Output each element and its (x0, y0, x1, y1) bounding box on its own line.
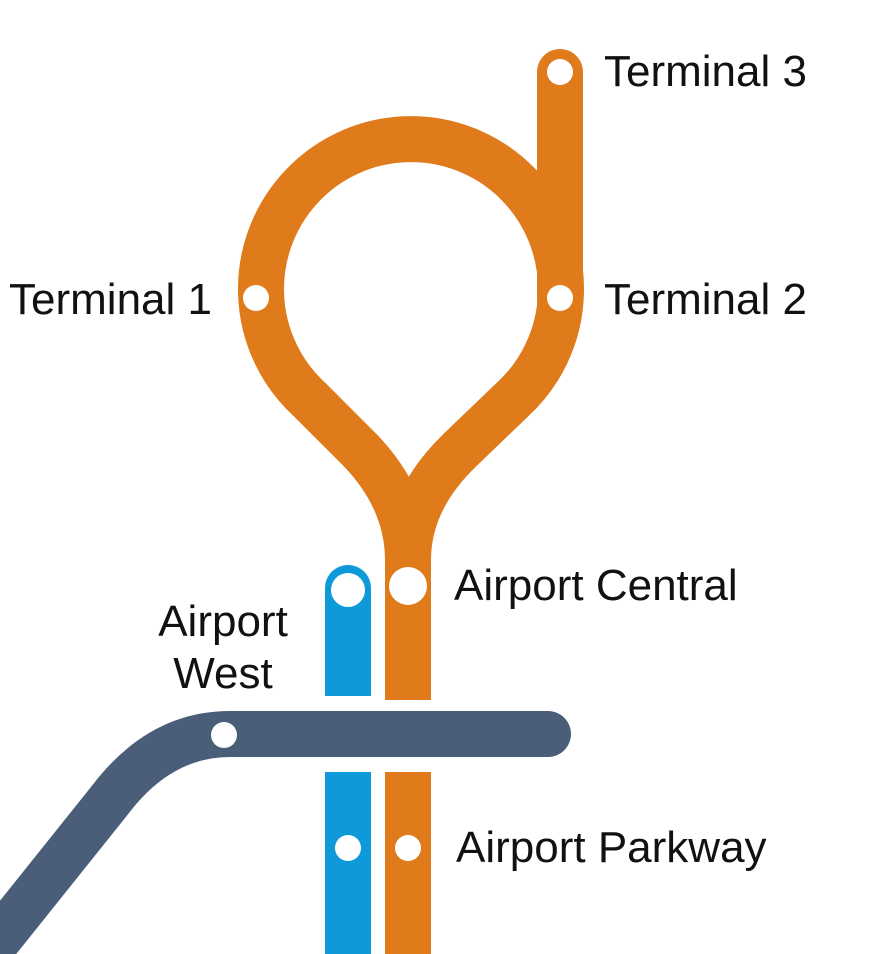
station-dot-airport-parkway-blue[interactable] (335, 835, 361, 861)
label-terminal-1: Terminal 1 (9, 275, 212, 324)
station-dot-airport-west[interactable] (211, 722, 237, 748)
station-dot-airport-parkway-orange[interactable] (395, 835, 421, 861)
label-airport-parkway: Airport Parkway (456, 823, 767, 872)
station-dot-terminal-1[interactable] (243, 285, 269, 311)
label-terminal-3: Terminal 3 (604, 47, 807, 96)
orange-loop (238, 116, 584, 700)
label-airport-west-line-2: West (173, 649, 272, 698)
label-airport-west-line-1: Airport (158, 597, 288, 646)
label-airport-central: Airport Central (454, 561, 738, 610)
station-dot-airport-central[interactable] (389, 567, 427, 605)
label-terminal-2: Terminal 2 (604, 275, 807, 324)
station-dot-terminal-3[interactable] (547, 59, 573, 85)
station-dot-airport-west-blue[interactable] (331, 573, 365, 607)
station-dot-terminal-2[interactable] (547, 285, 573, 311)
